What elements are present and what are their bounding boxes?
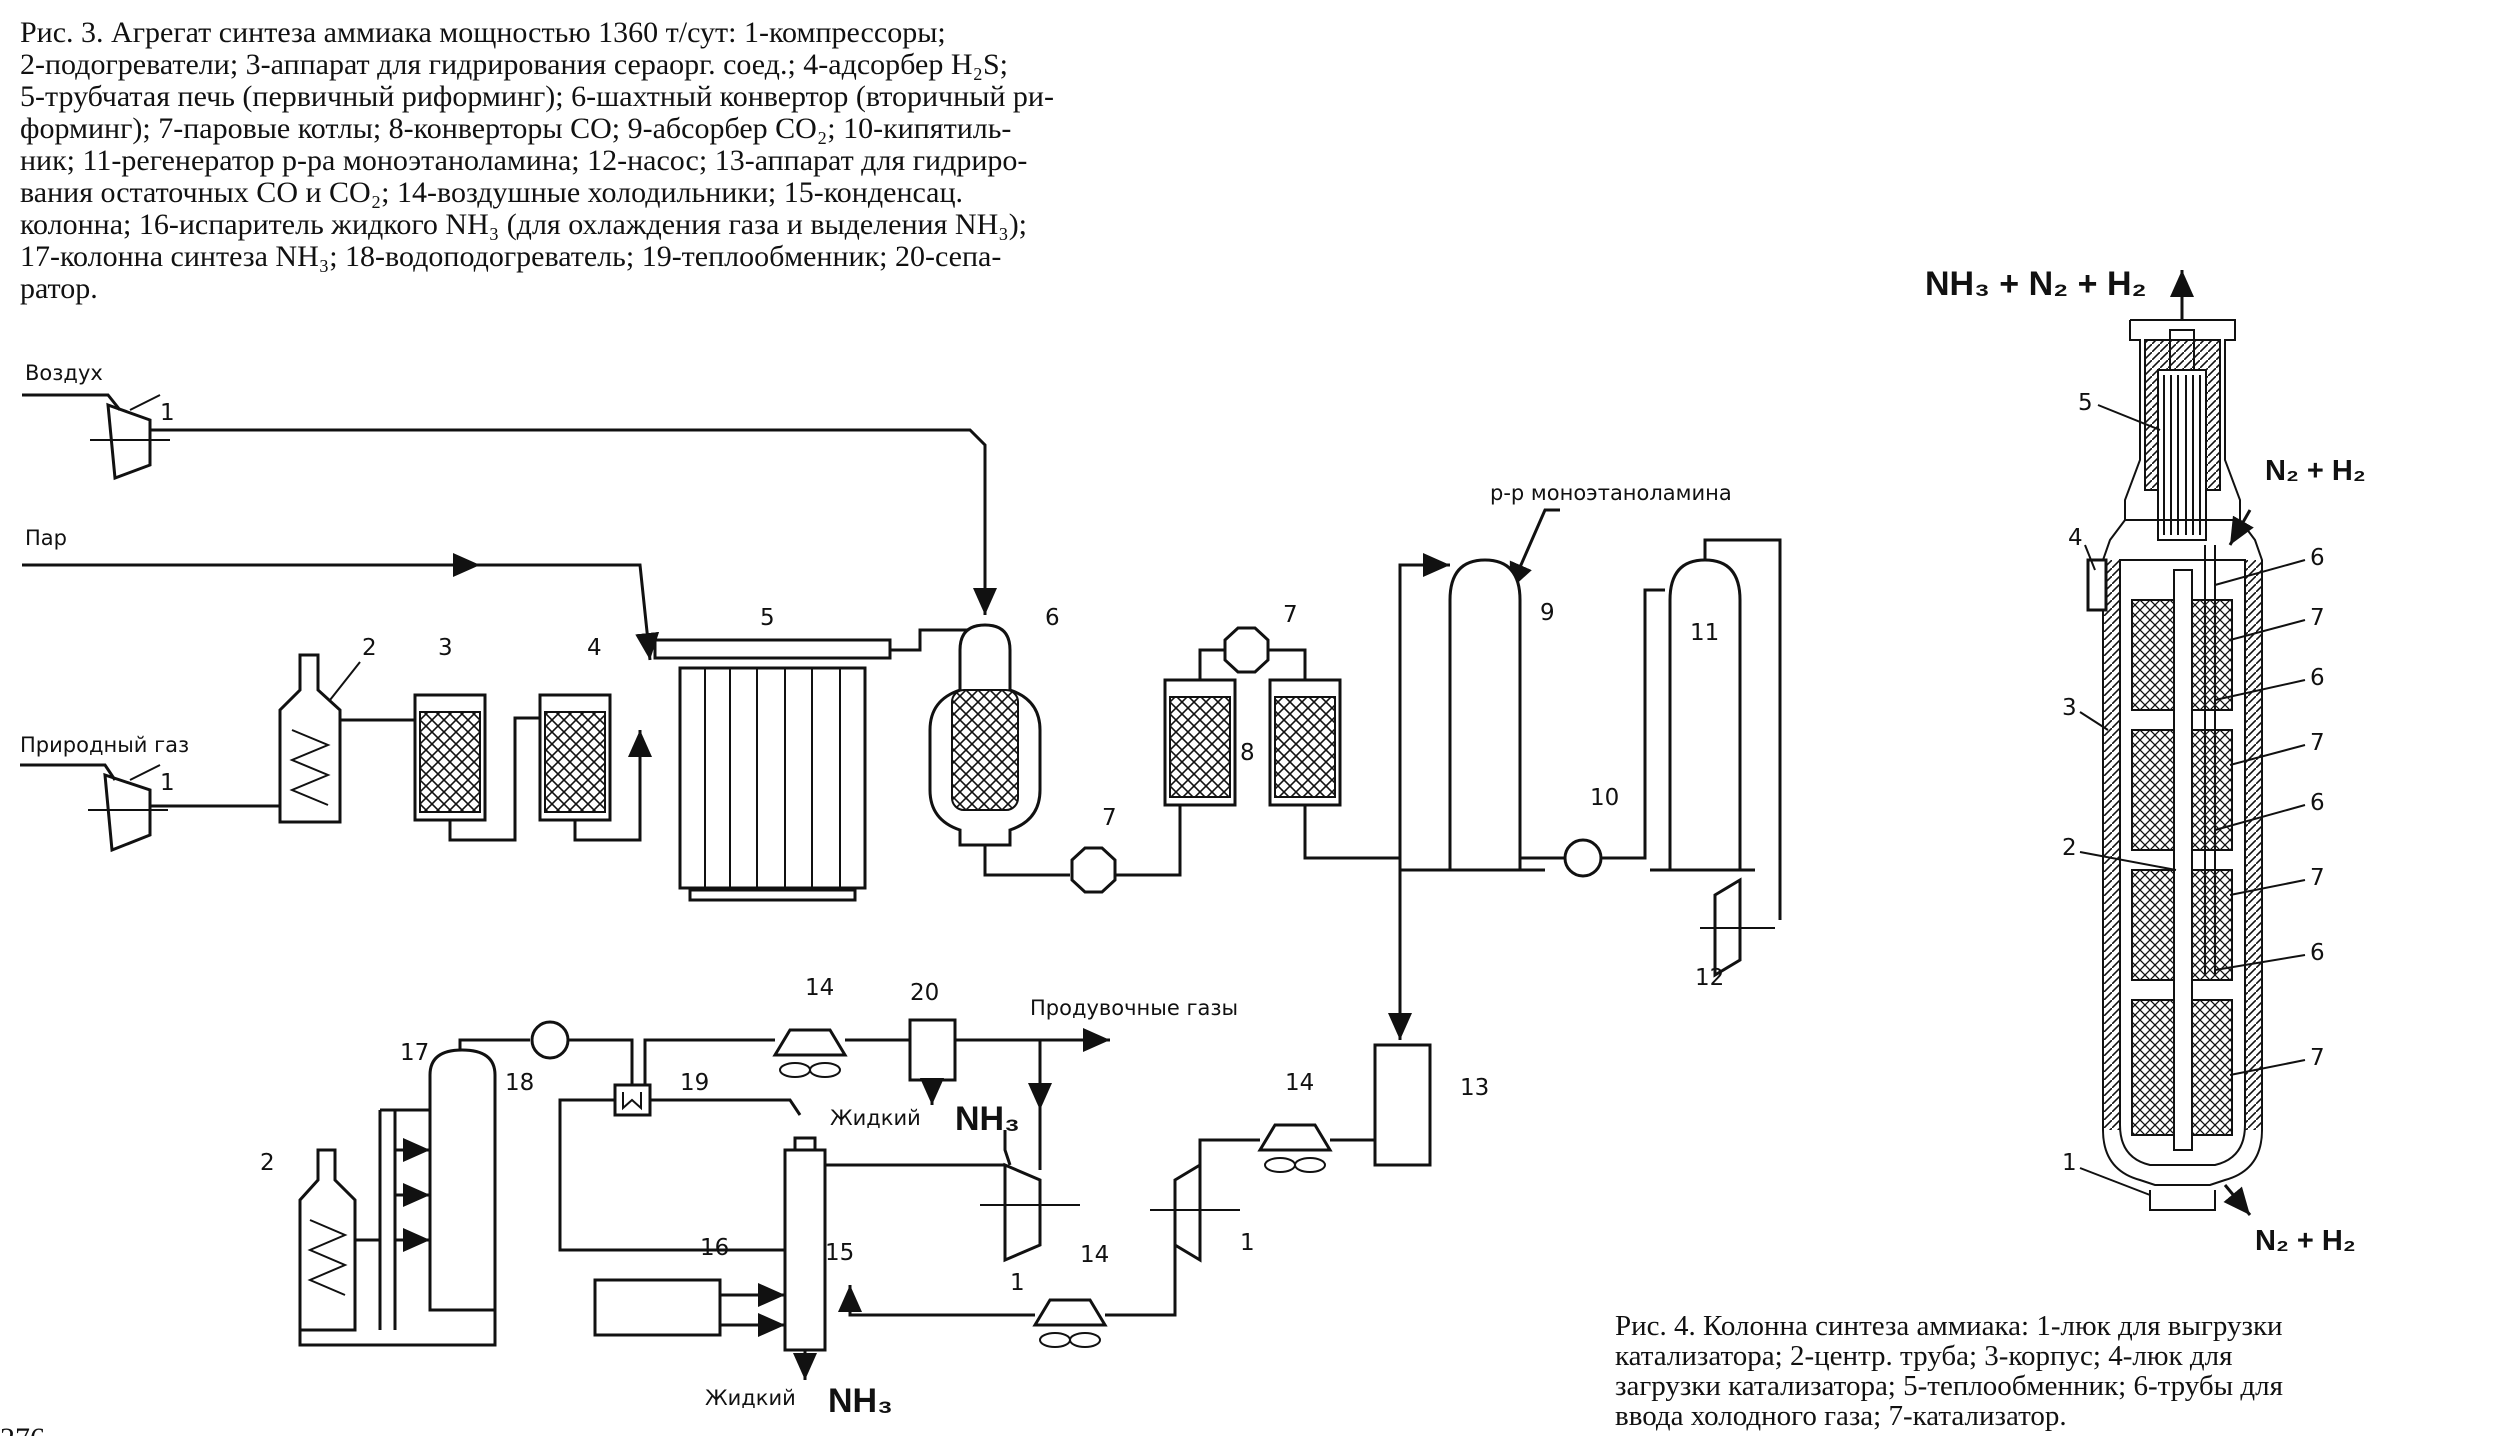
num-12: 12	[1695, 965, 1724, 991]
num-18: 18	[505, 1070, 534, 1096]
num-1: 1	[1240, 1230, 1255, 1256]
absorber-9	[1430, 558, 1545, 872]
nh3-label-2: NH₃	[828, 1382, 893, 1420]
condensation-column-15	[783, 1136, 827, 1352]
num-15: 15	[825, 1240, 854, 1266]
fig4-caption-line: ввода холодного газа; 7-катализатор.	[1615, 1400, 2067, 1432]
fig4-caption: Рис. 4. Колонна синтеза аммиака: 1-люк д…	[1615, 1310, 2283, 1432]
num-7: 7	[1283, 602, 1298, 628]
num-1: 1	[1010, 1270, 1025, 1296]
fig4-caption-line: Рис. 4. Колонна синтеза аммиака: 1-люк д…	[1615, 1310, 2283, 1342]
adsorber-4	[538, 693, 612, 822]
air-compressor	[90, 394, 170, 481]
fig4-num-2: 2	[2062, 835, 2077, 861]
regenerator-11	[1650, 558, 1755, 872]
air-cooler-14a	[1257, 1123, 1333, 1173]
fig4-num-6: 6	[2310, 790, 2325, 816]
fig3-caption-line: 17-колонна синтеза NH₃; 18-водоподогрева…	[20, 240, 1001, 273]
num-6: 6	[1045, 605, 1060, 631]
num-14: 14	[1285, 1070, 1314, 1096]
num-9: 9	[1540, 600, 1555, 626]
num-19: 19	[680, 1070, 709, 1096]
num-2: 2	[260, 1150, 275, 1176]
num-2: 2	[362, 635, 377, 661]
fig3-caption: Рис. 3. Агрегат синтеза аммиака мощность…	[20, 16, 1054, 305]
fig4-num-4: 4	[2068, 525, 2083, 551]
fig4-num-7: 7	[2310, 605, 2325, 631]
fig4-caption-line: загрузки катализатора; 5-теплообменник; …	[1615, 1370, 2283, 1402]
synthesis-column-17	[428, 1048, 497, 1312]
steam-boiler-7b	[1223, 626, 1270, 674]
num-14: 14	[805, 975, 834, 1001]
num-1: 1	[160, 400, 175, 426]
circ-compressor-1	[1150, 1162, 1240, 1263]
fig4-caption-line: катализатора; 2-центр. труба; 3-корпус; …	[1615, 1340, 2232, 1372]
air-cooler-14b	[1032, 1298, 1108, 1348]
tube-furnace-5	[653, 638, 892, 902]
nh3-label-1: NH₃	[955, 1100, 1020, 1138]
fig3-caption-line: 5-трубчатая печь (первичный риформинг); …	[20, 80, 1054, 113]
fig4-num-6: 6	[2310, 665, 2325, 691]
heat-exchanger-tubes	[2163, 375, 2201, 535]
page-number: 276	[0, 1422, 45, 1436]
heater-2b	[298, 1148, 357, 1332]
num-1: 1	[160, 770, 175, 796]
fig4-num-6: 6	[2310, 545, 2325, 571]
fig4-num-7: 7	[2310, 730, 2325, 756]
shaft-converter-6	[928, 623, 1042, 847]
num-8: 8	[1240, 740, 1255, 766]
air-cooler-14c	[772, 1028, 848, 1078]
fig4-num-6: 6	[2310, 940, 2325, 966]
fig4-num-3: 3	[2062, 695, 2077, 721]
co-converters-8	[1163, 678, 1342, 807]
fig4-num-5: 5	[2078, 390, 2093, 416]
fig4-side-label: N₂ + H₂	[2265, 455, 2366, 487]
num-16: 16	[700, 1235, 729, 1261]
steam-label: Пар	[25, 526, 67, 550]
fig3-caption-line: ратор.	[20, 272, 98, 305]
fig3-caption-line: ник; 11-регенератор р-ра моноэтаноламина…	[20, 144, 1027, 177]
fig4-column-drawing: NH₃ + N₂ + H₂	[1925, 265, 2366, 1257]
steam-boiler-7a	[1070, 846, 1117, 894]
fig4-num-7: 7	[2310, 865, 2325, 891]
liquid-label-2: Жидкий	[705, 1386, 796, 1410]
num-20: 20	[910, 980, 939, 1006]
fig4-num-7: 7	[2310, 1045, 2325, 1071]
separator-20	[908, 1018, 957, 1082]
num-17: 17	[400, 1040, 429, 1066]
fig3-flow-diagram: Воздух Пар Природный газ 1 1 2	[0, 361, 1782, 1436]
fig4-top-label: NH₃ + N₂ + H₂	[1925, 265, 2147, 303]
hydrogenator-3	[413, 693, 487, 822]
pump-12	[1700, 877, 1775, 978]
num-13: 13	[1460, 1075, 1489, 1101]
num-4: 4	[587, 635, 602, 661]
heater-2	[278, 653, 342, 824]
gas-compressor	[88, 764, 168, 853]
num-11: 11	[1690, 620, 1719, 646]
fig4-num-1: 1	[2062, 1150, 2077, 1176]
liquid-label-1: Жидкий	[830, 1106, 921, 1130]
purge-gases-label: Продувочные газы	[1030, 996, 1238, 1020]
circ-compressor-1b	[980, 1162, 1080, 1263]
fig4-bottom-label: N₂ + H₂	[2255, 1225, 2356, 1257]
evaporator-16	[593, 1278, 722, 1337]
air-label: Воздух	[25, 361, 103, 385]
fig3-caption-line: Рис. 3. Агрегат синтеза аммиака мощность…	[20, 16, 946, 49]
num-5: 5	[760, 605, 775, 631]
fig3-caption-line: вания остаточных CO и CO₂; 14-воздушные …	[20, 176, 963, 209]
num-7: 7	[1102, 805, 1117, 831]
fig3-caption-line: 2-подогреватели; 3-аппарат для гидрирова…	[20, 48, 1008, 81]
fig3-caption-line: форминг); 7-паровые котлы; 8-конверторы …	[20, 112, 1011, 145]
num-10: 10	[1590, 785, 1619, 811]
num-3: 3	[438, 635, 453, 661]
mea-solution-label: р-р моноэтаноламина	[1490, 481, 1732, 505]
hydrogenation-13	[1373, 1043, 1432, 1167]
fig3-caption-line: колонна; 16-испаритель жидкого NH₃ (для …	[20, 208, 1027, 241]
natural-gas-label: Природный газ	[20, 733, 189, 757]
num-14: 14	[1080, 1242, 1109, 1268]
